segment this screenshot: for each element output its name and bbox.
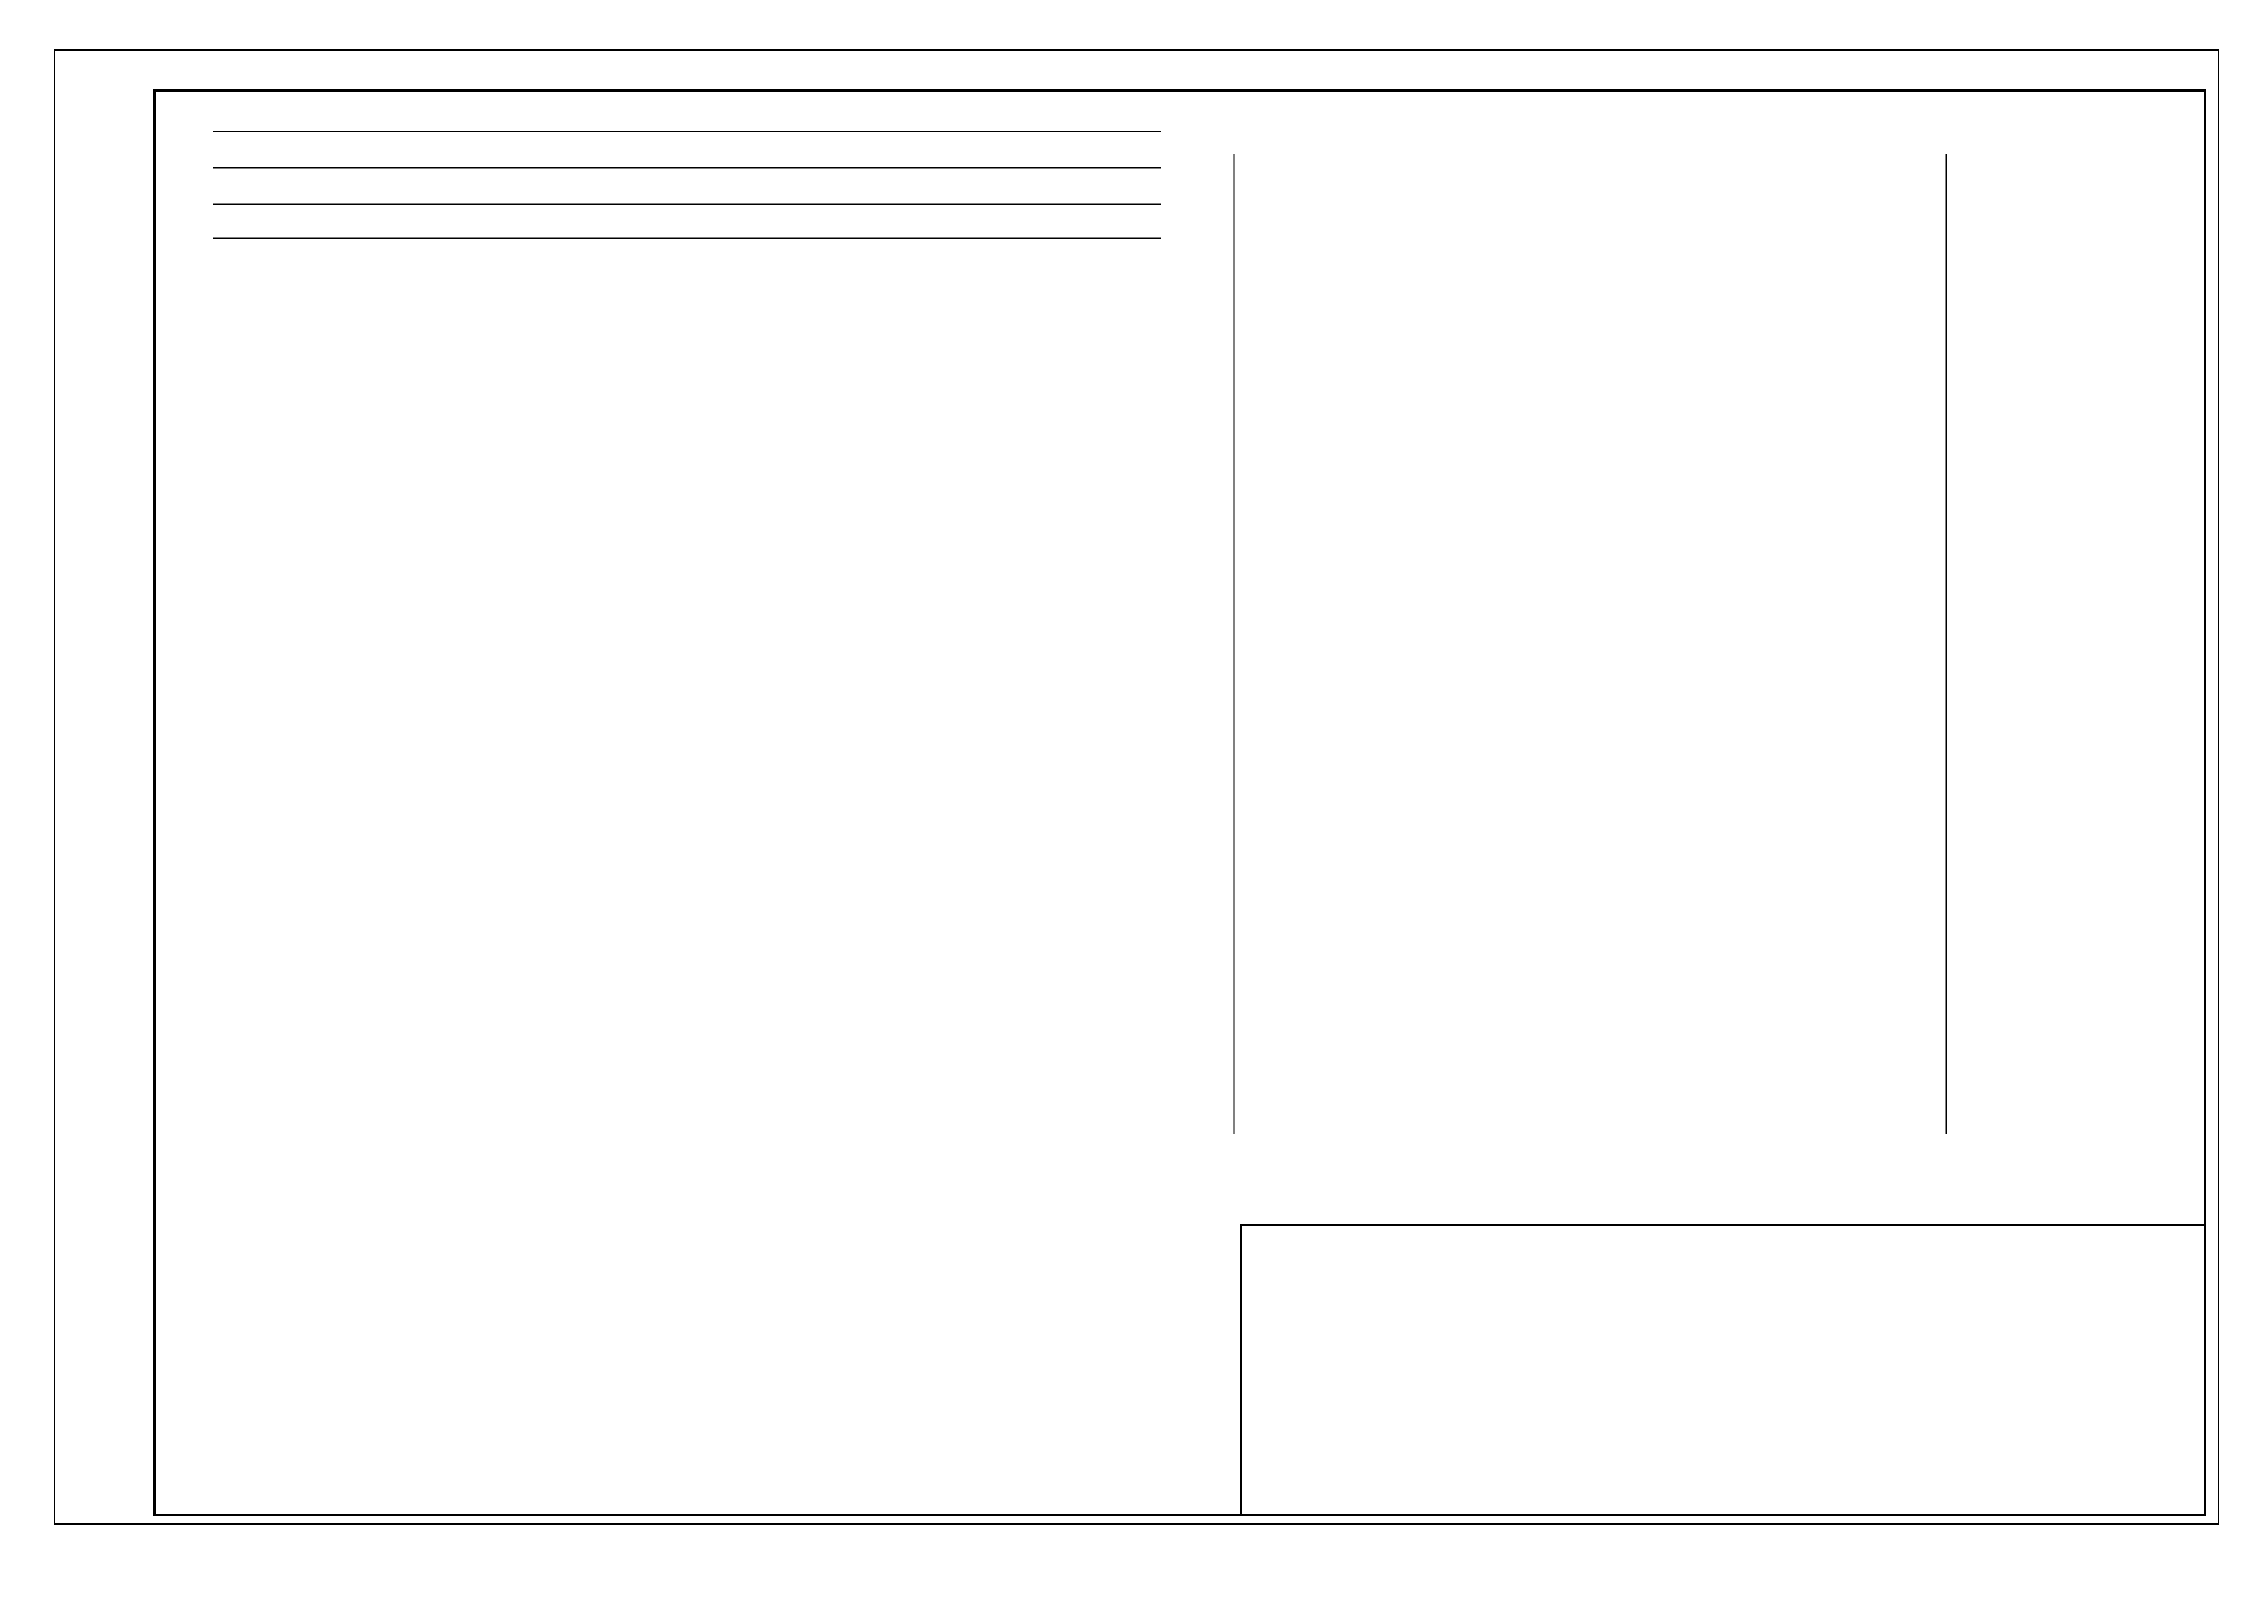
schematic-left-region (213, 131, 1161, 239)
schematic-right-region (1233, 154, 1947, 1134)
outer-frame (54, 49, 2219, 1525)
title-block (1240, 1224, 2206, 1516)
title-block-outline (1240, 1224, 2206, 1516)
sheet-frame (54, 49, 2219, 1525)
inner-frame (153, 89, 2206, 1516)
